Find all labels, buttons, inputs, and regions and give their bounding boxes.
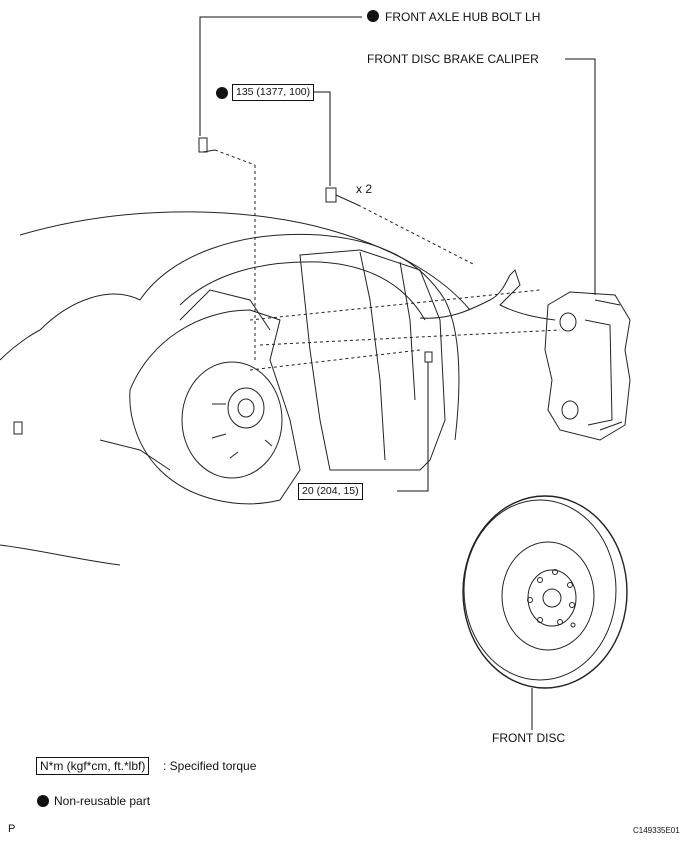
splash-shield: [299, 249, 446, 471]
front-disc: [462, 495, 628, 689]
caliper-path-1: [249, 289, 541, 321]
body-lower-line: [0, 544, 121, 566]
fender-outline: [19, 211, 471, 311]
caliper-path-3: [249, 349, 421, 371]
hub-stud-2: [229, 451, 239, 459]
knuckle-arm: [99, 289, 271, 471]
hub-stud-1: [211, 433, 227, 439]
hub-bolt-path: [214, 149, 256, 166]
caliper-label: FRONT DISC BRAKE CALIPER: [367, 52, 539, 66]
hub-bore: [237, 398, 255, 418]
quantity-label: x 2: [356, 182, 373, 196]
hub-stud-3: [264, 439, 273, 447]
torque-135-box: 135 (1377, 100): [232, 84, 315, 101]
leader-hub-bolt: [199, 16, 362, 136]
caliper-path-2: [259, 329, 561, 346]
hub-bolt: [198, 137, 216, 153]
fender-inner-arch: [179, 261, 426, 321]
torque-desc: : Specified torque: [163, 759, 257, 773]
figure-code: C149335E01: [633, 826, 680, 835]
caliper-bolt: [325, 187, 359, 206]
hub-bolt-label: FRONT AXLE HUB BOLT LH: [385, 10, 541, 24]
body-front: [0, 329, 41, 361]
body-left-line: [39, 293, 141, 331]
hub-center: [227, 387, 265, 429]
body-marker: [13, 421, 23, 435]
front-disc-label: FRONT DISC: [492, 731, 566, 745]
nonreusable-caliper-bolt-icon: [216, 87, 228, 99]
nonreusable-desc: Non-reusable part: [54, 794, 151, 808]
small-bolt: [424, 351, 433, 363]
torque-format-box: N*m (kgf*cm, ft.*lbf): [36, 757, 150, 775]
filled-circle-icon: [37, 795, 49, 807]
nonreusable-hub-bolt-icon: [367, 10, 379, 22]
sensor-wire: [419, 269, 556, 321]
leader-torque-135: [313, 91, 331, 186]
caliper-bolt-path: [357, 204, 476, 266]
brake-caliper: [544, 291, 631, 441]
dust-cover: [129, 309, 301, 505]
hub-flange: [181, 361, 283, 479]
footer-left: P: [8, 823, 16, 835]
leader-caliper: [565, 58, 596, 295]
fender-arch: [139, 233, 460, 441]
splash-shield-ribs: [359, 251, 416, 461]
leader-torque-20: [397, 362, 429, 492]
torque-20-box: 20 (204, 15): [298, 483, 363, 500]
